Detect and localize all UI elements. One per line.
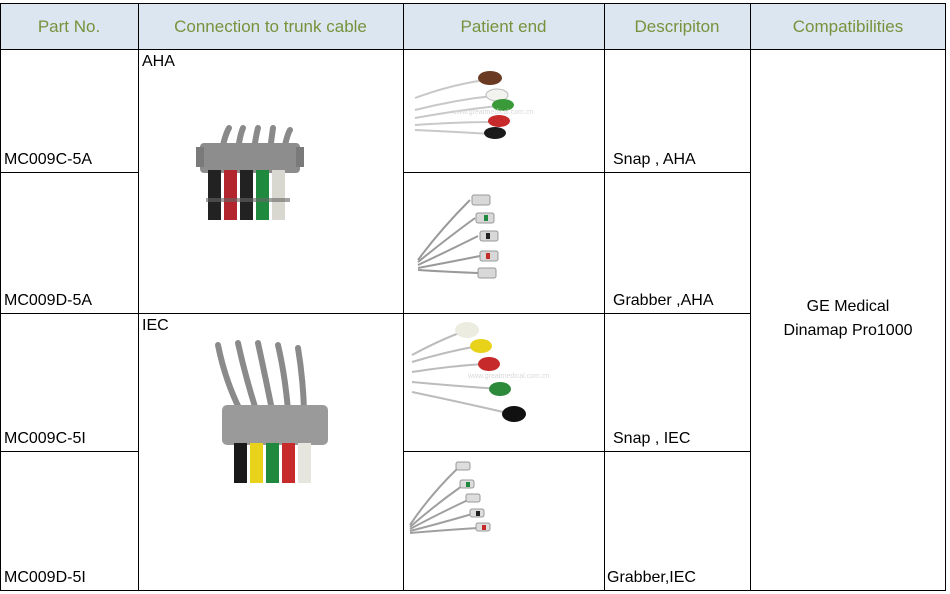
grabber-aha-image <box>417 194 499 279</box>
watermark: www.greatmedical.com.cn <box>451 109 533 116</box>
description-cell: Snap , AHA <box>613 151 696 168</box>
description-cell: Grabber,IEC <box>607 569 696 586</box>
header-description: Descripiton <box>604 4 750 50</box>
row-divider <box>403 172 750 173</box>
table-border-right <box>945 3 946 591</box>
row-divider <box>0 172 138 173</box>
aha-connector-image <box>196 125 304 220</box>
header-patient-end: Patient end <box>403 4 604 50</box>
header-connection-label: Connection to trunk cable <box>174 17 367 36</box>
description-cell: Snap , IEC <box>613 430 691 447</box>
row-divider <box>403 451 750 452</box>
header-part-no: Part No. <box>0 4 138 50</box>
header-part-no-label: Part No. <box>37 17 101 36</box>
connection-label-iec: IEC <box>142 317 169 334</box>
table-border-bottom <box>0 590 946 591</box>
compatibility-line-1: GE Medical <box>806 298 890 315</box>
column-divider <box>750 3 751 591</box>
grabber-iec-image <box>409 461 491 534</box>
part-no-cell: MC009C-5I <box>4 430 86 447</box>
header-compatibilities: Compatibilities <box>750 4 946 50</box>
table-border-left <box>0 3 1 591</box>
header-compatibilities-label: Compatibilities <box>792 17 904 36</box>
table-border-top <box>0 3 946 4</box>
row-divider <box>0 313 750 314</box>
compatibility-line-2: Dinamap Pro1000 <box>783 322 913 339</box>
row-divider <box>0 451 138 452</box>
snap-iec-image: www.greatmedical.com.cn <box>411 322 549 422</box>
description-cell: Grabber ,AHA <box>613 292 714 309</box>
header-border-bottom <box>0 49 946 50</box>
column-divider <box>403 3 404 591</box>
header-patient-end-label: Patient end <box>460 17 547 36</box>
header-connection: Connection to trunk cable <box>138 4 403 50</box>
part-no-cell: MC009D-5I <box>4 569 86 586</box>
column-divider <box>138 3 139 591</box>
watermark: www.greatmedical.com.cn <box>467 373 549 380</box>
column-divider <box>604 3 605 591</box>
header-description-label: Descripiton <box>634 17 720 36</box>
snap-aha-image: www.greatmedical.com.cn <box>414 71 533 139</box>
part-no-cell: MC009C-5A <box>4 151 93 168</box>
connection-label-aha: AHA <box>142 53 175 70</box>
part-no-cell: MC009D-5A <box>4 292 93 309</box>
iec-connector-image <box>215 340 328 483</box>
